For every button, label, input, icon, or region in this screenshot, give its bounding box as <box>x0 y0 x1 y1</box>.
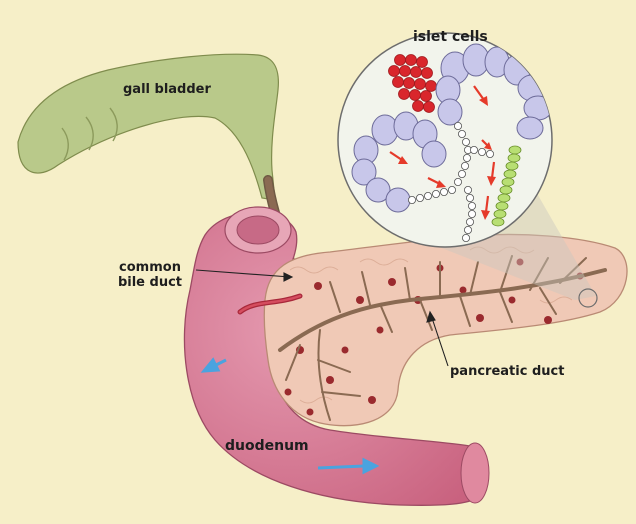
label-islet-cells: islet cells <box>413 29 488 45</box>
label-duodenum: duodenum <box>225 438 309 454</box>
label-common-bile-duct-line1: common <box>100 261 200 276</box>
islet-magnified-view <box>338 33 552 247</box>
gall-bladder <box>18 54 278 200</box>
label-common-bile-duct-line2: bile duct <box>100 276 200 291</box>
label-gall-bladder: gall bladder <box>123 83 211 98</box>
label-common-bile-duct: common bile duct <box>100 261 200 291</box>
label-pancreatic-duct: pancreatic duct <box>450 365 564 380</box>
